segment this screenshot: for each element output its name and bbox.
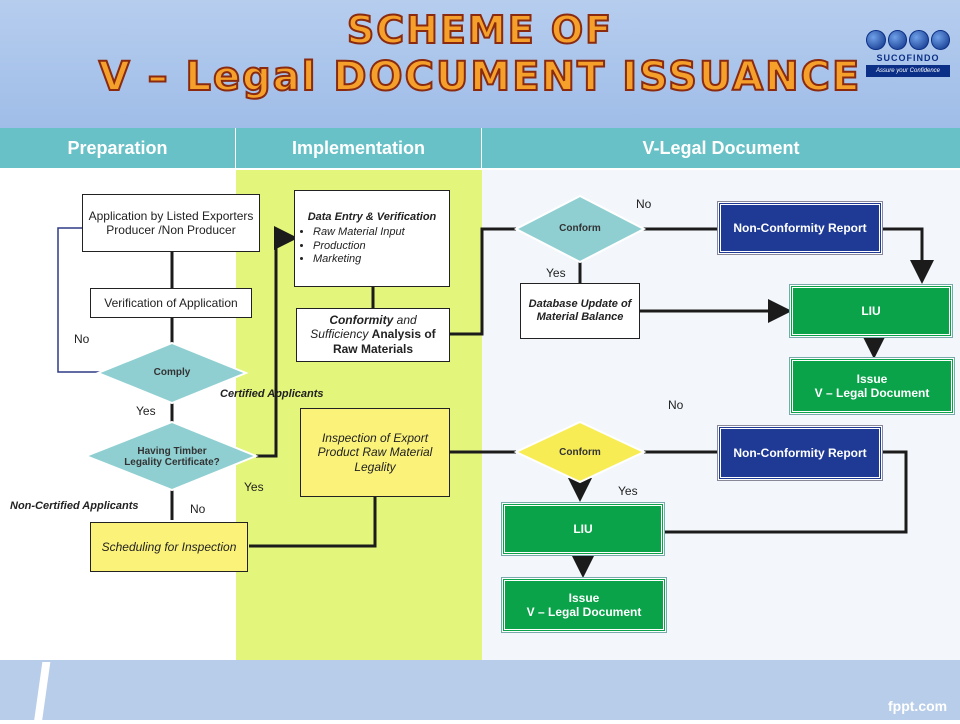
data-entry-title: Data Entry & Verification <box>307 211 437 224</box>
footer-band <box>0 660 960 720</box>
column-header-implementation: Implementation <box>236 128 482 168</box>
database-update-box: Database Update of Material Balance <box>520 283 640 339</box>
inspection-box: Inspection of Export Product Raw Materia… <box>300 408 450 497</box>
label-yes-conform-bottom: Yes <box>618 484 638 498</box>
label-non-certified-applicants: Non-Certified Applicants <box>10 500 139 512</box>
timber-label: Having Timber Legality Certificate? <box>124 445 220 469</box>
liu-bottom-box: LIU <box>502 503 664 555</box>
conformity-post: Analysis of Raw Materials <box>332 327 436 356</box>
data-entry-item: Raw Material Input <box>313 226 405 239</box>
issue-top-box: Issue V – Legal Document <box>790 358 954 414</box>
label-yes-conform-top: Yes <box>546 266 566 280</box>
timber-diamond <box>83 420 259 492</box>
data-entry-list: Raw Material Input Production Marketing <box>299 226 405 266</box>
globe-icon <box>909 30 929 50</box>
column-header-preparation: Preparation <box>0 128 236 168</box>
liu-top-box: LIU <box>790 285 952 337</box>
connector-conformity-conform <box>449 227 516 336</box>
sucofindo-logo: SUCOFINDO Assure your Confidence <box>866 30 950 98</box>
label-yes-timber: Yes <box>244 480 264 494</box>
column-header-vlegal: V-Legal Document <box>482 128 960 168</box>
conformity-pre: Conformity <box>329 313 394 327</box>
logo-name: SUCOFINDO <box>876 53 940 63</box>
globe-icon <box>930 30 950 50</box>
application-box: Application by Listed Exporters Producer… <box>82 194 260 252</box>
conform-bottom-diamond <box>513 420 647 484</box>
issue-bottom-box: Issue V – Legal Document <box>502 578 666 632</box>
connector-comply-no-loop <box>57 227 100 373</box>
footer-brand: fppt.com <box>888 698 948 714</box>
connector-ncr2-liu2 <box>663 450 908 534</box>
title-line-1: SCHEME OF <box>346 7 614 53</box>
label-no-timber: No <box>190 502 206 516</box>
conform-top-label: Conform <box>559 223 601 235</box>
label-no-left: No <box>74 332 90 346</box>
scheduling-box: Scheduling for Inspection <box>90 522 248 572</box>
label-certified-applicants: Certified Applicants <box>220 388 324 400</box>
label-yes-comply: Yes <box>136 404 156 418</box>
connector-certified <box>256 226 298 458</box>
globe-icons <box>866 30 950 50</box>
data-entry-item: Production <box>313 240 405 253</box>
conform-bottom-label: Conform <box>559 447 601 459</box>
ncr-top-box: Non-Conformity Report <box>718 202 882 254</box>
connector-scheduling-inspection <box>249 497 377 548</box>
label-no-conform-bottom: No <box>668 398 684 412</box>
comply-label: Comply <box>153 367 191 379</box>
connector-ncr-liu <box>881 227 934 284</box>
globe-icon <box>887 30 907 50</box>
conformity-mid: and Sufficiency <box>310 313 417 342</box>
data-entry-box: Data Entry & Verification Raw Material I… <box>294 190 450 287</box>
title-line-2: V – Legal DOCUMENT ISSUANCE <box>98 53 862 101</box>
data-entry-item: Marketing <box>313 253 405 266</box>
conformity-box: Conformity and Sufficiency Analysis of R… <box>296 308 450 362</box>
label-no-conform-top: No <box>636 197 652 211</box>
comply-diamond <box>95 341 249 405</box>
title-banner <box>0 0 960 128</box>
conform-top-diamond <box>513 194 647 264</box>
logo-tagline: Assure your Confidence <box>866 65 950 77</box>
globe-icon <box>866 30 886 50</box>
ncr-bottom-box: Non-Conformity Report <box>718 426 882 480</box>
verification-box: Verification of Application <box>90 288 252 318</box>
